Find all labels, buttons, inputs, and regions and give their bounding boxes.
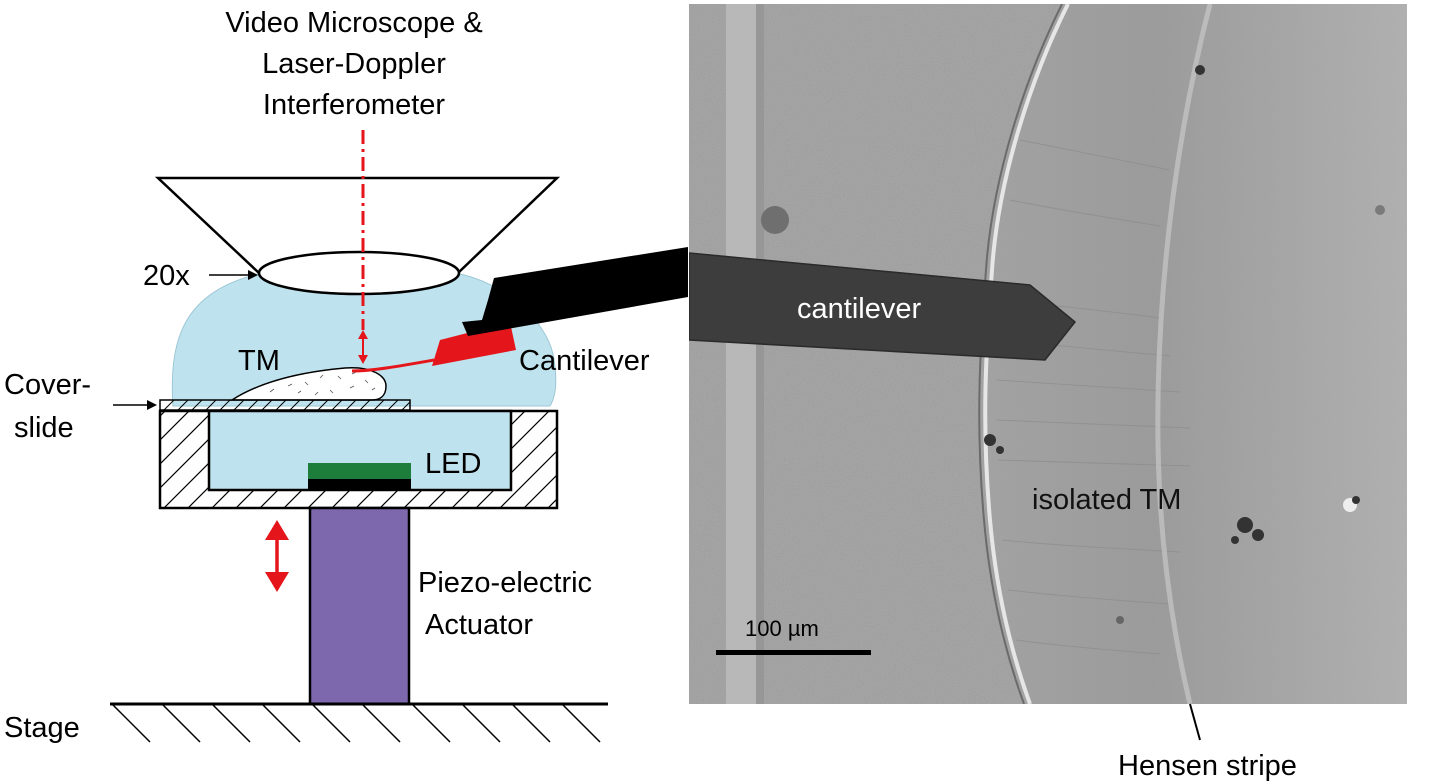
cantilever-holder bbox=[462, 247, 688, 336]
micrograph-tm-edge-shadow bbox=[978, 4, 1063, 704]
micrograph-cantilever-label: cantilever bbox=[797, 293, 921, 325]
micrograph-left-band bbox=[726, 4, 756, 704]
actuator-label-line-2: Actuator bbox=[425, 609, 533, 641]
cantilever-tip-wire bbox=[351, 358, 435, 373]
piezo-actuator bbox=[308, 506, 411, 706]
micrograph-tm-edge bbox=[983, 4, 1070, 704]
cantilever-chip-red bbox=[432, 322, 516, 366]
micrograph-hensen-stripe bbox=[1155, 4, 1213, 704]
fluid-droplet bbox=[171, 272, 557, 407]
objective-lens bbox=[257, 250, 461, 296]
led bbox=[308, 463, 411, 479]
tm-label: TM bbox=[238, 345, 280, 377]
scale-bar-label: 100 µm bbox=[745, 616, 819, 641]
instrument-label-line-1: Video Microscope & bbox=[225, 7, 482, 39]
schematic-panel: Video Microscope & Laser-Doppler Interfe… bbox=[4, 7, 688, 744]
micrograph-tm-region bbox=[985, 4, 1407, 704]
cover-slide bbox=[159, 399, 411, 411]
micrograph-cantilever bbox=[689, 252, 1077, 361]
tm-texture bbox=[269, 371, 376, 396]
coverslide-label-line-2: slide bbox=[14, 412, 74, 444]
stage-hatching bbox=[111, 703, 601, 743]
micrograph-band-edge bbox=[756, 4, 764, 704]
micrograph-tm-label: isolated TM bbox=[1032, 484, 1181, 516]
instrument-label-line-2: Laser-Doppler bbox=[262, 48, 446, 80]
objective-label: 20x bbox=[143, 260, 190, 292]
hensen-pointer-line bbox=[1189, 703, 1201, 741]
instrument-label-line-3: Interferometer bbox=[263, 89, 445, 121]
hensen-label: Hensen stripe bbox=[1118, 750, 1297, 782]
scale-bar bbox=[716, 650, 871, 655]
micrograph-debris bbox=[761, 65, 1385, 624]
tm-vibration-arrow bbox=[358, 330, 368, 364]
stage-label: Stage bbox=[4, 712, 80, 744]
actuator-label-line-1: Piezo-electric bbox=[418, 567, 592, 599]
led-label: LED bbox=[425, 448, 481, 480]
cantilever-label: Cantilever bbox=[519, 345, 650, 377]
micrograph-striations bbox=[995, 139, 1191, 655]
coverslide-pointer-arrow bbox=[113, 400, 157, 410]
led-base bbox=[308, 479, 411, 490]
micrograph-panel: cantilever isolated TM 100 µm Hensen str… bbox=[689, 4, 1407, 782]
objective-pointer-arrow bbox=[209, 270, 258, 280]
actuation-arrow bbox=[265, 520, 289, 592]
coverslide-label-line-1: Cover- bbox=[4, 369, 91, 401]
